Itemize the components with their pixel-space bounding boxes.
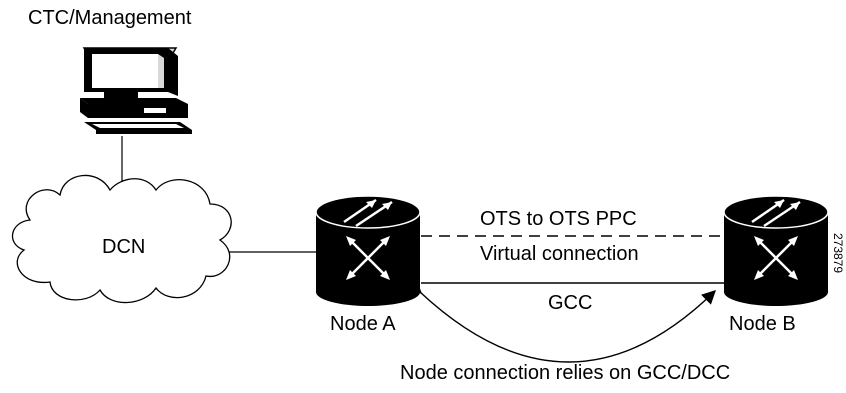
router-icon [315, 195, 421, 306]
ots-ppc-label: OTS to OTS PPC [480, 208, 637, 230]
node-b-label: Node B [729, 313, 796, 335]
cloud-icon [12, 174, 232, 304]
gcc-label: GCC [548, 292, 593, 314]
computer-icon [80, 47, 192, 134]
node-connection-caption: Node connection relies on GCC/DCC [400, 362, 731, 384]
management-label: CTC/Management [28, 7, 192, 29]
router-icon [723, 195, 829, 306]
virtual-connection-label: Virtual connection [480, 243, 639, 265]
node-a-label: Node A [330, 313, 396, 335]
gcc-dcc-arrow [407, 279, 717, 363]
dcn-label: DCN [102, 236, 146, 258]
figure-id: 273879 [831, 232, 845, 274]
